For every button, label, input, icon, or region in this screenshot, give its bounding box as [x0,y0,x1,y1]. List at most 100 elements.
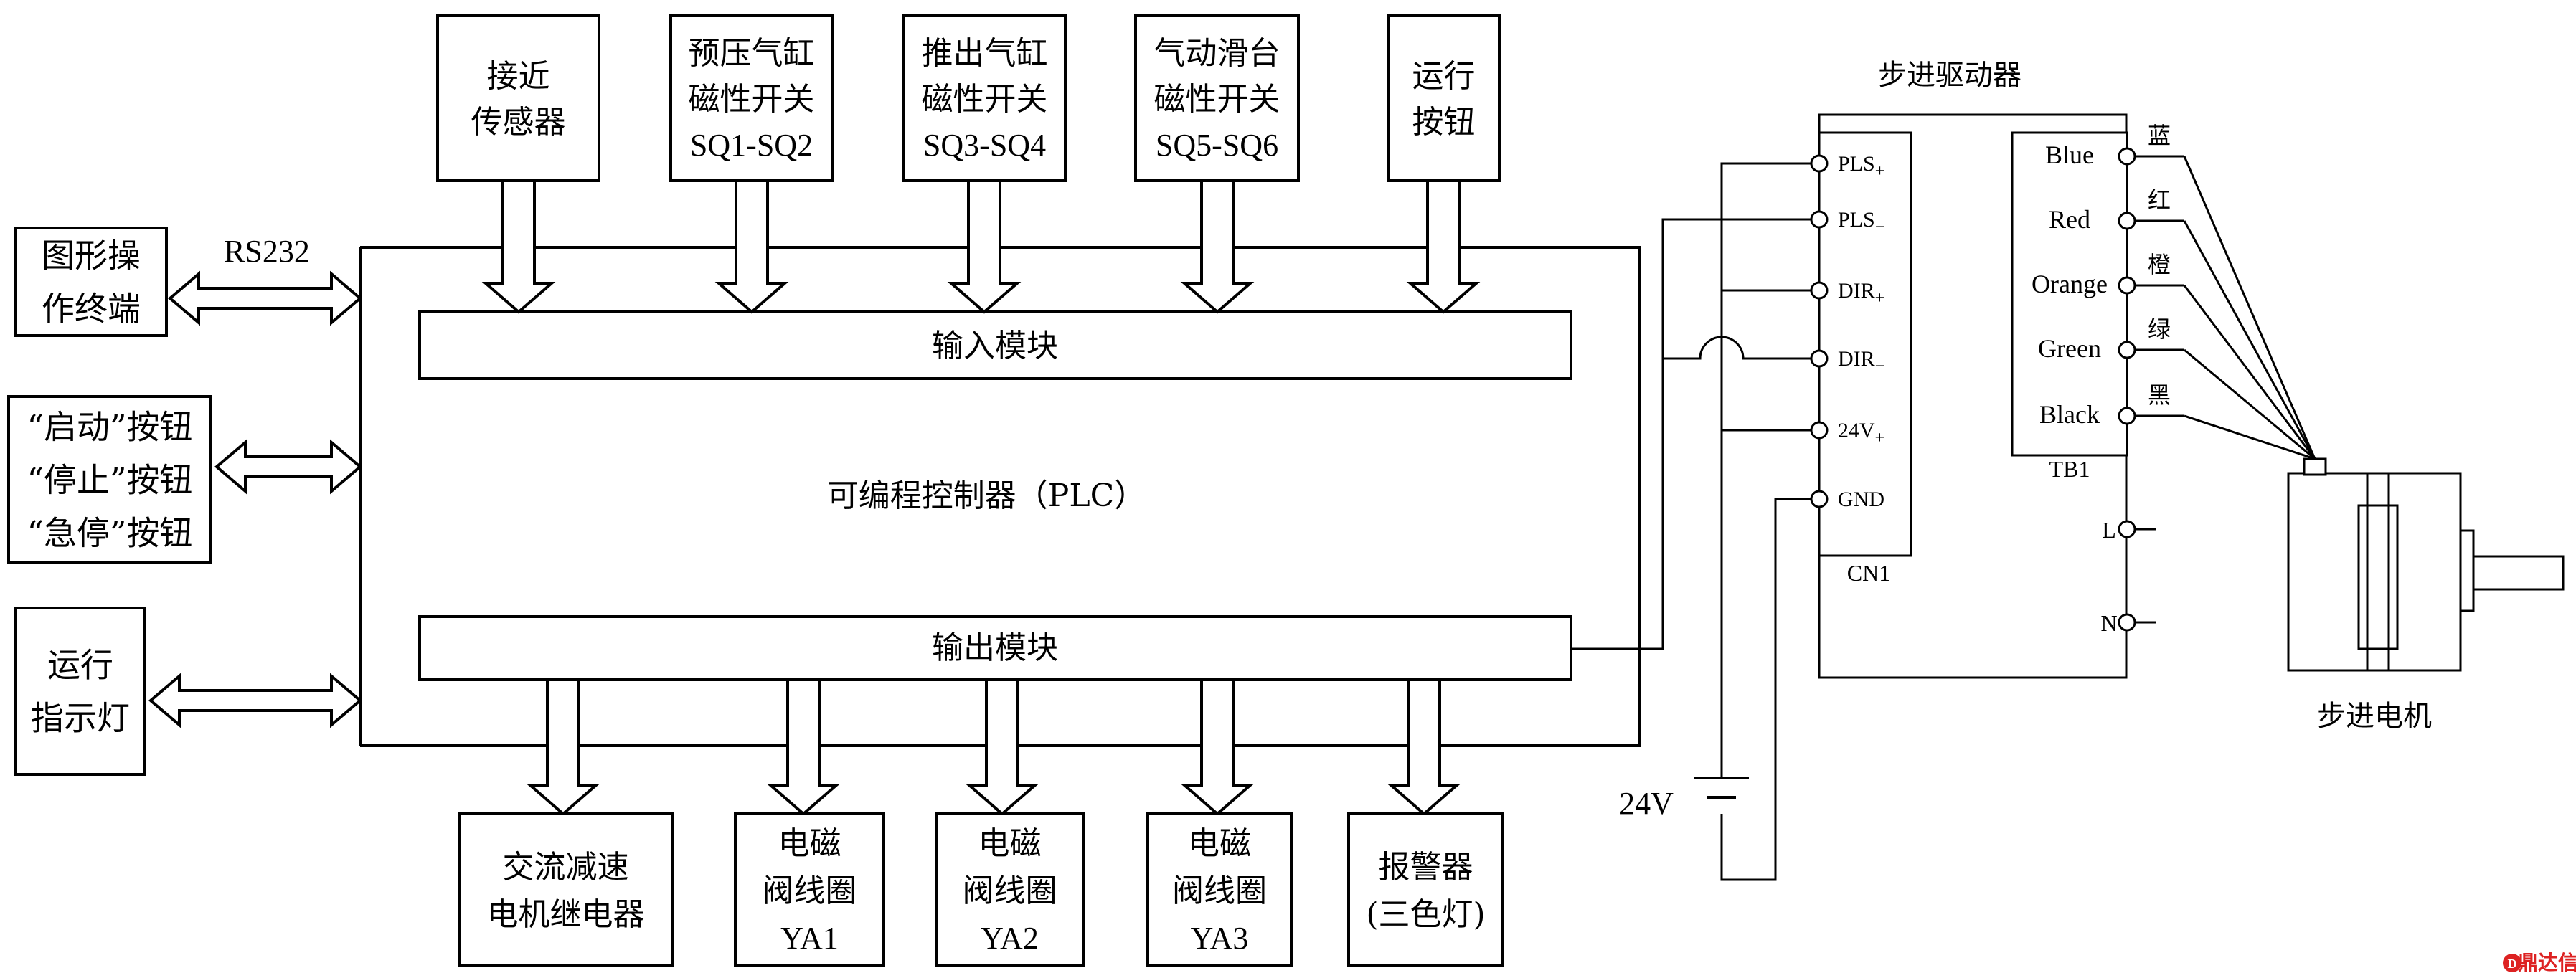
cn1-pin-label: PLS+ [1838,152,1884,181]
motor-label: 步进电机 [2317,700,2432,733]
proximity-sensor-line: 接近 [487,58,550,95]
plc-label: 可编程控制器（PLC） [827,478,1146,514]
solenoid-ya1-line: 电磁 [778,825,841,862]
run-button-box [1387,14,1501,182]
signal-wiring [1571,162,1815,881]
terminal-circle [2118,407,2136,425]
push-cylinder-switch-line: SQ3-SQ4 [923,128,1046,163]
start-stop-buttons-line: “急停”按钮 [27,514,192,553]
preload-cylinder-switch-box [669,14,834,182]
power-terminal: L [2102,517,2156,543]
graphic-terminal-line: 图形操 [42,237,141,275]
tb1-wire-color-en: Blue [2045,141,2094,169]
motor-wiring [2135,155,2316,460]
terminal-circle [1810,154,1829,173]
solenoid-ya1-line: 阀线圈 [763,873,857,909]
terminal-circle [2118,147,2136,166]
cn1-pin-label: 24V+ [1838,419,1884,447]
cn1-pin: DIR− [1810,347,1884,376]
terminal-circle [1810,421,1829,440]
output-devices: 交流减速电机继电器电磁阀线圈YA1电磁阀线圈YA2电磁阀线圈YA3报警器(三色灯… [458,678,1504,967]
cn1-pin: DIR+ [1810,279,1884,308]
cn1-label: CN1 [1847,560,1890,586]
tb1-wire: Orange 橙 [2032,251,2171,298]
preload-cylinder-switch-line: SQ1-SQ2 [690,128,813,163]
start-stop-buttons-line: “停止”按钮 [27,461,192,500]
power-terminal-label: N [2100,610,2117,636]
tb1-wire-color-zh: 蓝 [2148,122,2171,149]
proximity-sensor-arrow [481,179,556,314]
start-stop-buttons-link-arrow [214,439,363,495]
tb1-wire-color-zh: 红 [2148,186,2171,214]
terminal-circle [2118,276,2136,295]
cn1-pin: PLS− [1810,208,1884,237]
proximity-sensor-box [436,14,600,182]
run-indicator-line: 指示灯 [31,699,130,738]
graphic-terminal-line: 作终端 [42,290,141,328]
output-module-label: 输出模块 [932,630,1058,666]
solenoid-ya2-box [935,812,1085,967]
push-cylinder-switch-line: 推出气缸 [922,35,1048,72]
slide-table-switch-arrow [1180,179,1255,314]
run-indicator-box [14,607,146,776]
run-indicator-line: 运行 [47,646,113,685]
svg-text:D: D [2508,956,2517,971]
solenoid-ya3-line: 阀线圈 [1172,873,1267,909]
start-stop-buttons-line: “启动”按钮 [27,408,192,447]
watermark-logo: D 鼎达信 [2503,951,2576,974]
rs232-label: RS232 [224,234,310,269]
tb1-wire-color-zh: 橙 [2148,251,2171,278]
output-module: 输出模块 [418,615,1572,681]
preload-cylinder-switch-line: 预压气缸 [689,35,815,72]
solenoid-ya1-line: YA1 [780,921,839,956]
stepper-driver: 步进驱动器 CN1 TB1 PLS+PLS−DIR+DIR−24V+GND Bl… [1810,59,2171,679]
terminal-circle [2118,520,2136,538]
solenoid-ya3-line: 电磁 [1188,825,1251,862]
solenoid-ya3-arrow [1180,678,1255,816]
ac-motor-relay-arrow [526,678,600,816]
cn1-pin: 24V+ [1810,419,1884,447]
cn1-pin: GND [1810,488,1884,511]
input-module: 输入模块 [418,310,1572,380]
cn1-pin-label: DIR− [1838,347,1884,376]
tb1-wire: Green 绿 [2038,315,2171,363]
push-cylinder-switch-line: 磁性开关 [922,81,1048,118]
slide-table-switch-line: 气动滑台 [1154,35,1280,72]
run-button-arrow [1406,179,1481,314]
alarm-lamp-block: 报警器(三色灯) [1347,678,1504,967]
terminal-circle [1810,490,1829,508]
terminal-circle [1810,349,1829,368]
tb1-wire-color-en: Green [2038,334,2101,363]
tb1-wire-color-en: Orange [2032,270,2108,298]
driver-title: 步进驱动器 [1878,59,2021,92]
alarm-lamp-line: (三色灯) [1366,896,1485,933]
tb1-wire-color-zh: 绿 [2148,315,2171,343]
solenoid-ya2-line: 电磁 [978,825,1042,862]
start-stop-buttons-box [7,395,212,564]
graphic-terminal-box [14,227,168,337]
watermark-text: 鼎达信 [2518,951,2576,974]
proximity-sensor-line: 传感器 [471,104,566,141]
solenoid-ya1-arrow [766,678,841,816]
solenoid-ya3-box [1146,812,1293,967]
run-button-line: 按钮 [1412,104,1476,141]
input-module-label: 输入模块 [932,328,1058,364]
start-stop-buttons-block: “启动”按钮 “停止”按钮 “急停”按钮 [7,395,363,564]
terminal-circle [2118,341,2136,359]
input-devices: 接近传感器预压气缸磁性开关SQ1-SQ2推出气缸磁性开关SQ3-SQ4气动滑台磁… [436,14,1501,314]
ac-motor-relay-line: 交流减速 [503,849,629,886]
preload-cylinder-switch-arrow [714,179,789,314]
run-button-line: 运行 [1412,58,1476,95]
solenoid-ya1-box [734,812,885,967]
solenoid-ya2-arrow [965,678,1039,816]
cn1-terminals: PLS+ PLS− DIR+ DIR− 24V+ GND [1810,152,1884,511]
